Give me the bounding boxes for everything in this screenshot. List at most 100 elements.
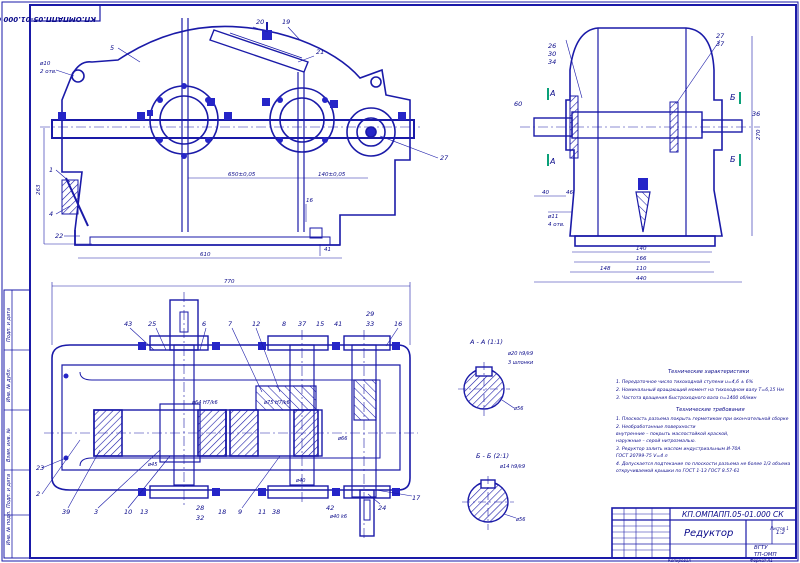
top-bolts [63,342,400,496]
fit-45: ø45 [147,462,157,468]
front-bolts [58,83,406,159]
req-title: Технические требования [676,407,745,413]
title-org-2: ТП-ОМП [754,552,777,558]
title-scale: 1:2 [776,530,785,536]
side-section-marks [547,88,741,166]
callout-27: 27 [440,154,449,162]
left-strip-labels: Инв. № подл. Подп. и дата Взам. инв. № И… [6,308,12,545]
section-mark-a2: A [549,157,555,166]
side-callout-30: 30 [548,50,556,58]
side-dim-148: 148 [600,266,611,272]
req-line-6: ГОСТ 20799-75 V=4 л [616,453,668,459]
req-line-5: 3. Редуктор залить маслом индустриальным… [616,446,741,452]
bottom-callout-9: 9 [238,508,242,516]
bottom-callout-32: 32 [196,514,204,522]
bottom-callout-10: 10 [124,508,132,516]
front-view [40,18,420,246]
callout-22: 22 [55,232,63,240]
dim-610: 610 [200,252,211,258]
callout-21: 21 [316,48,324,56]
side-dim-46: 46 [566,190,573,196]
top-callout-29: 29 [366,310,374,318]
front-leaders [55,26,439,237]
side-dim-270: 270 [756,129,762,140]
tech-notes: Технические характеристики 1. Передаточн… [616,369,790,474]
title-name: Редуктор [684,528,733,539]
req-line-3: внутренние – покрыть маслостойкой краско… [616,431,729,437]
dim-263: 263 [36,184,42,195]
section-a-note: 3 шпонки [508,360,534,366]
tech-title: Технические характеристики [668,369,750,375]
section-labels: А - А (1:1) ø20 h9/k9 3 шпонки ø56 Б - Б… [469,338,534,523]
callout-20: 20 [256,18,264,26]
section-b-dia: ø56 [515,517,525,523]
strip-label-5: Подп. и дата [6,308,12,342]
bottom-callout-42: 42 [326,504,334,512]
dim-140: 140±0,05 [318,172,346,178]
bottom-callout-38: 38 [272,508,280,516]
title-format-label: Формат А1 [750,558,773,563]
top-callout-8: 8 [282,320,286,328]
bottom-callout-17: 17 [412,494,421,502]
side-callout-27: 27 [716,32,725,40]
side-callout-26: 26 [548,42,556,50]
side-dim-40: 40 [542,190,549,196]
top-callout-6: 6 [202,320,206,328]
side-callout-37: 37 [716,40,725,48]
top-callout-12: 12 [252,320,260,328]
strip-label-2: Подп. и дата [6,474,12,508]
bottom-callout-23: 23 [36,464,44,472]
side-dim-lines [534,36,753,283]
bottom-callout-18: 18 [218,508,226,516]
bottom-callout-3: 3 [94,508,98,516]
bottom-callout-11: 11 [258,508,266,516]
bottom-callout-28: 28 [196,504,204,512]
bottom-callout-24: 24 [378,504,386,512]
callout-5: 5 [110,44,114,52]
tech-line-2: 2. Номинальный вращающий момент на тихох… [616,387,784,393]
side-dim-166: 166 [636,256,647,262]
top-leaders [41,327,413,509]
top-callout-37: 37 [298,320,307,328]
req-line-8: откручиваемой крышки по ГОСТ 1-13 ГОСТ 8… [616,468,740,474]
top-callout-25: 25 [148,320,156,328]
fit-66: ø66 [337,436,347,442]
front-view-labels: 20 19 5 21 27 1 4 22 ø10 2 отв. 650±0,05… [36,18,449,258]
side-view-labels: 26 30 34 27 37 60 36 A A Б Б 40 46 140 1… [514,32,762,282]
callout-4: 4 [49,210,53,218]
side-dim-140: 140 [636,246,647,252]
section-a-dia: ø56 [513,406,523,412]
tech-line-3: 3. Частота вращения быстроходного вала n… [616,395,756,401]
side-view [520,27,760,247]
top-callout-43: 43 [124,320,132,328]
fit-64: ø64 H7/k6 [191,400,218,406]
strip-label-1: Инв. № подл. [6,511,12,546]
section-a-a [458,362,515,416]
fit-75: ø75 H7/k6 [263,400,290,406]
section-b-b [462,476,517,530]
bottom-callout-2: 2 [36,490,40,498]
side-callout-60: 60 [514,100,522,108]
top-callout-41: 41 [334,320,342,328]
section-mark-b2: Б [730,155,736,164]
title-block [611,507,797,559]
side-dim-440: 440 [636,276,647,282]
title-copy-label: Копировал [668,558,691,563]
section-b-title: Б - Б (2:1) [476,452,509,460]
top-callout-7: 7 [228,320,233,328]
section-b-fit: ø14 h9/k9 [499,464,525,470]
strip-label-4: Инв. № дубл. [6,368,12,402]
fit-40k6: ø40 k6 [329,514,347,520]
side-dim-d11: ø11 [547,214,558,220]
req-line-1: 1. Плоскость разъема покрыть герметиком … [616,416,789,422]
callout-d10: ø10 [39,61,51,67]
callout-19: 19 [282,18,290,26]
top-callout-33: 33 [366,320,374,328]
dim-650: 650±0,05 [228,172,256,178]
callout-1: 1 [49,166,53,174]
section-mark-a1: A [549,89,555,98]
dim-16: 16 [306,198,313,204]
side-callout-34: 34 [548,58,556,66]
